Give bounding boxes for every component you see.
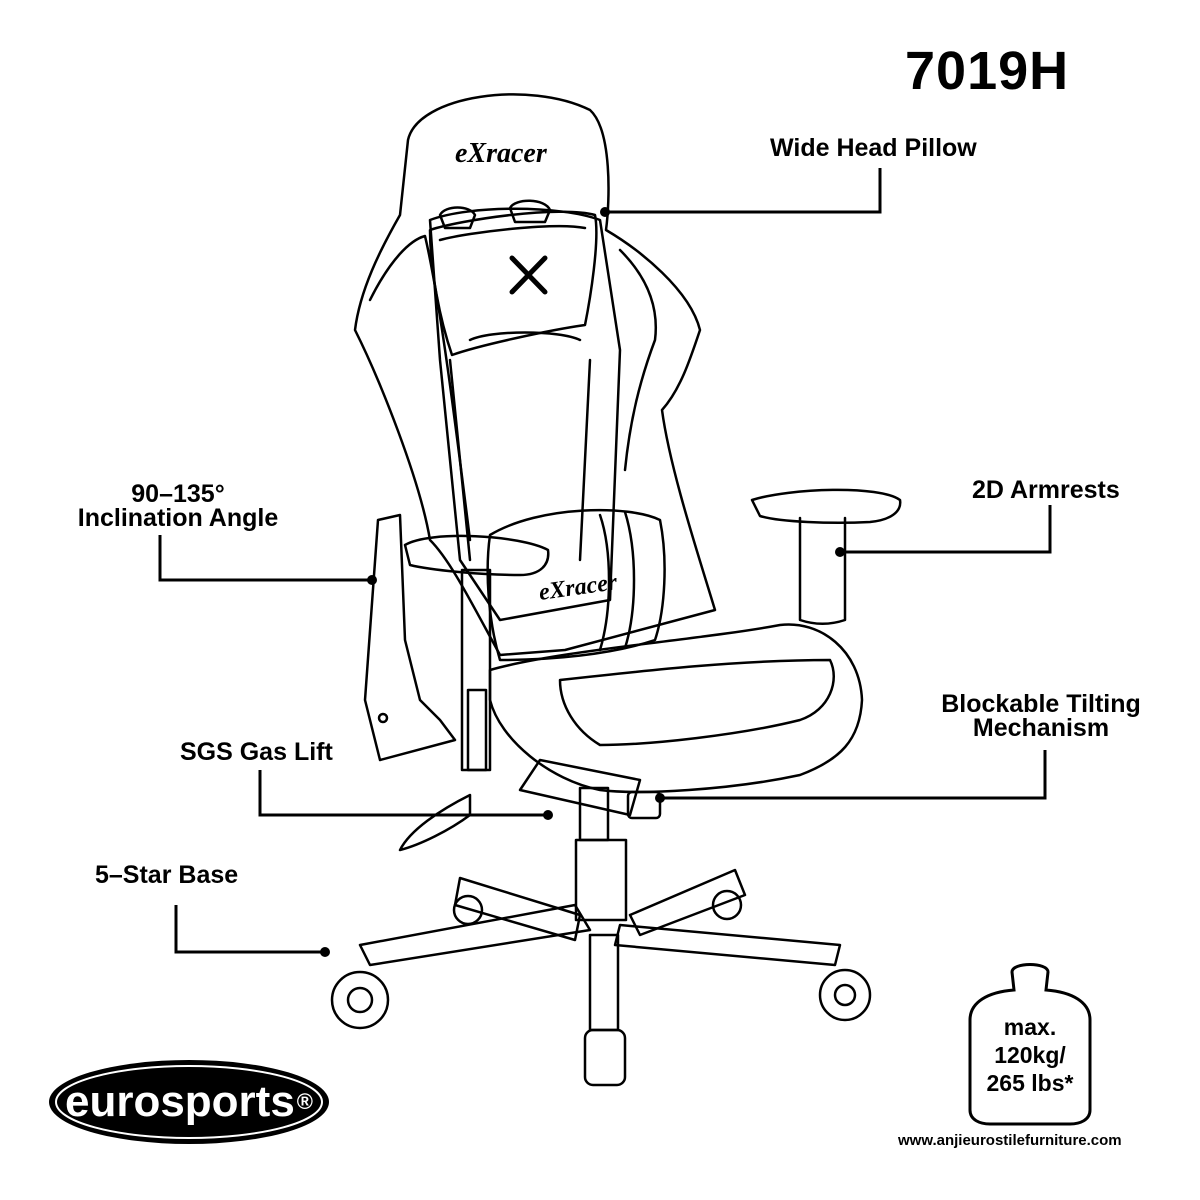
logo-registered-mark: ® <box>296 1089 314 1114</box>
label-head-pillow: Wide Head Pillow <box>770 134 977 162</box>
callout-dot-gas <box>543 810 553 820</box>
label-gas-lift: SGS Gas Lift <box>180 738 333 766</box>
backrest <box>353 93 717 657</box>
label-tilt: Blockable Tilting Mechanism <box>935 690 1147 742</box>
callout-line-tilt <box>660 750 1047 800</box>
caster-1 <box>330 970 390 1030</box>
website-url: www.anjieurostilefurniture.com <box>898 1132 1122 1149</box>
brand-logo: eurosports® <box>48 1060 330 1144</box>
label-incline: 90–135° Inclination Angle <box>68 480 288 532</box>
logo-oval-inner <box>55 1065 323 1139</box>
recline-lever <box>363 513 457 762</box>
weight-shape <box>968 963 1092 1126</box>
label-incline-line2: Inclination Angle <box>77 504 279 532</box>
logo-wordmark: eurosports <box>64 1077 295 1126</box>
callout-dot-incline <box>367 575 377 585</box>
callout-dot-base <box>320 947 330 957</box>
model-number: 7019H <box>905 41 1070 101</box>
right-armrest <box>750 488 902 524</box>
callout-line-armrests <box>840 505 1052 554</box>
weight-line1: max. <box>1003 1014 1057 1040</box>
logo-text: eurosports® <box>48 1060 330 1144</box>
callout-dot-tilt <box>655 793 665 803</box>
left-armrest <box>403 534 550 577</box>
callout-dot-head-pillow <box>600 207 610 217</box>
logo-oval-outer <box>49 1060 329 1144</box>
gas-handle <box>398 793 472 852</box>
callout-line-gas <box>258 770 548 817</box>
callout-line-base <box>174 905 325 954</box>
weight-line3: 265 lbs* <box>986 1070 1074 1096</box>
callout-line-head-pillow <box>605 168 882 214</box>
label-base: 5–Star Base <box>95 861 239 889</box>
lumbar-pillow <box>486 508 666 662</box>
caster-2 <box>818 968 872 1022</box>
weight-line2: 120kg/ <box>994 1042 1066 1068</box>
tilt-knob <box>626 790 662 820</box>
gas-cylinder <box>578 786 610 842</box>
weight-badge: max. 120kg/ 265 lbs* <box>965 965 1095 1125</box>
weight-text: max. 120kg/ 265 lbs* <box>965 1013 1095 1097</box>
label-tilt-line2: Mechanism <box>972 714 1110 742</box>
caster-3 <box>452 894 484 926</box>
label-tilt-line1: Blockable Tilting <box>941 690 1141 718</box>
caster-5 <box>583 1028 627 1087</box>
callout-dot-armrests <box>835 547 845 557</box>
head-pillow-shape <box>428 210 598 357</box>
label-armrests: 2D Armrests <box>972 476 1120 504</box>
caster-4 <box>711 889 743 921</box>
callout-line-incline <box>158 535 372 582</box>
brand-text-top: eXracer <box>455 138 548 169</box>
label-incline-line1: 90–135° <box>131 480 225 508</box>
seat <box>488 623 864 794</box>
